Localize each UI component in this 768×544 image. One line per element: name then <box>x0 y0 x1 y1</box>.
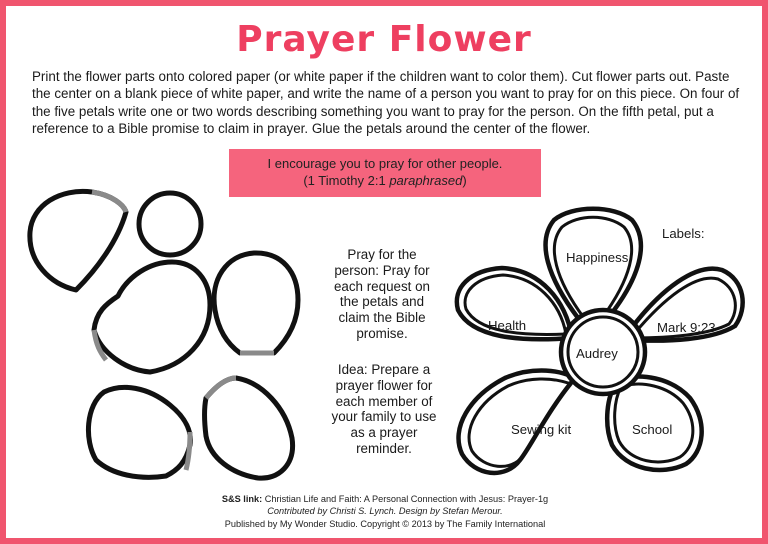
cutout-petal-3 <box>211 250 301 356</box>
petal-label-top: Happiness <box>566 250 629 265</box>
cutout-petal-4 <box>85 384 193 480</box>
pray-note: Pray for the person: Pray for each reque… <box>333 247 431 341</box>
flower-petal-right <box>628 266 745 343</box>
verse-reference: (1 Timothy 2:1 paraphrased) <box>303 173 467 188</box>
flower-petal-bottom-right <box>605 374 704 473</box>
verse-box: I encourage you to pray for other people… <box>229 149 541 197</box>
petal-label-right: Mark 9:23 <box>657 320 716 335</box>
credits-contributed: Contributed by Christi S. Lynch. Design … <box>267 506 503 517</box>
credits-link-text: Christian Life and Faith: A Personal Con… <box>264 494 549 504</box>
credits: S&S link: Christian Life and Faith: A Pe… <box>205 493 565 530</box>
petal-label-bottom-right: School <box>632 422 673 437</box>
cutout-petal-5 <box>202 375 296 481</box>
petal-label-bottom-left: Sewing kit <box>511 422 572 437</box>
flower-center <box>558 307 648 397</box>
cutout-petal-1 <box>27 188 129 293</box>
credits-link-line: S&S link: Christian Life and Faith: A Pe… <box>205 493 565 505</box>
labels-heading: Labels: <box>662 226 705 241</box>
idea-note: Idea: Prepare a prayer flower for each m… <box>331 362 437 456</box>
flower-petal-top <box>543 206 644 320</box>
credits-published: Published by My Wonder Studio. Copyright… <box>224 518 546 529</box>
instructions-paragraph: Print the flower parts onto colored pape… <box>32 69 740 137</box>
petal-label-left: Health <box>488 318 527 333</box>
cutout-petal-2 <box>91 259 213 375</box>
flower-petal-left <box>454 265 575 342</box>
center-label: Audrey <box>576 346 618 361</box>
credits-link-label: S&S link: <box>221 494 263 504</box>
cutout-center <box>136 190 204 258</box>
page-title: Prayer Flower <box>236 19 532 60</box>
verse-reference-italic: paraphrased <box>389 173 463 188</box>
verse-text: I encourage you to pray for other people… <box>267 156 503 171</box>
flower-petal-bottom-left <box>456 368 577 476</box>
